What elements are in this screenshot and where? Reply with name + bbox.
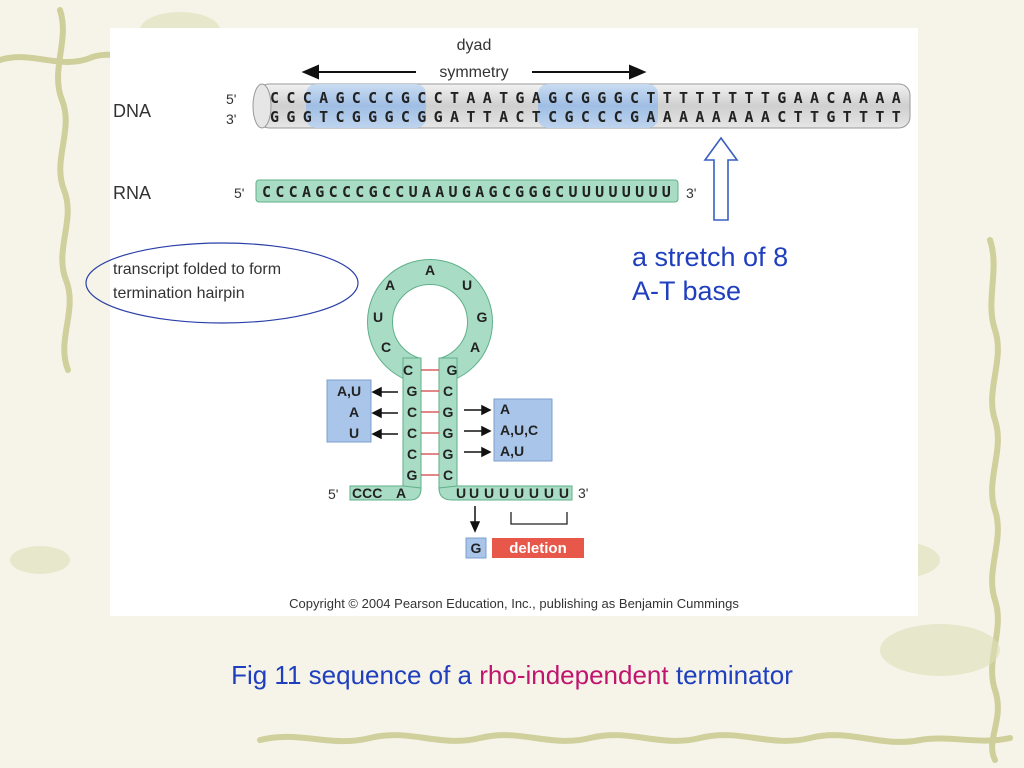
dna-label: DNA xyxy=(113,101,151,121)
loop-base: G xyxy=(477,309,488,325)
symmetry-label: symmetry xyxy=(439,64,508,81)
hairpin-note-line2: termination hairpin xyxy=(113,285,245,302)
stem-left-base: C xyxy=(407,446,417,462)
stem-left-base: G xyxy=(407,383,418,399)
left-mutation: U xyxy=(349,425,359,441)
stem-right-base: G xyxy=(443,446,454,462)
right-arrows xyxy=(464,404,492,458)
stretch-annotation: a stretch of 8 A-T base xyxy=(632,240,788,308)
left-mutation: A,U xyxy=(337,383,361,399)
loop-base: U xyxy=(373,309,383,325)
dna-tube xyxy=(252,83,911,129)
stem-right-base: C xyxy=(443,383,453,399)
stretch-line-2: A-T base xyxy=(632,276,742,306)
stretch-line-1: a stretch of 8 xyxy=(632,242,789,272)
stem-right-base: G xyxy=(443,404,454,420)
stem-left-base: G xyxy=(407,467,418,483)
loop-base: A xyxy=(470,339,480,355)
right-mutation-box xyxy=(493,398,553,462)
stem-left-base: C xyxy=(403,362,413,378)
right-mutation: A,U xyxy=(500,443,524,459)
g-mutation-box xyxy=(465,537,487,559)
dna-3prime: 3' xyxy=(226,111,236,127)
stem-left: C G C C C G xyxy=(403,362,418,483)
rna-strand xyxy=(255,179,679,203)
stem-left-base: C xyxy=(407,425,417,441)
deletion-box xyxy=(492,538,584,558)
dyad-arrow xyxy=(301,64,647,80)
tail-5-a: A xyxy=(396,485,406,501)
deletion-bracket xyxy=(510,512,568,525)
g-mutation-label: G xyxy=(471,540,482,556)
dyad-label: dyad xyxy=(457,37,492,54)
hairpin-note-oval xyxy=(85,242,359,324)
rna-sequence: CCCAGCCCGCCUAAUGAGCGGGCUUUUUUUU xyxy=(262,183,672,201)
stem-right-base: G xyxy=(443,425,454,441)
stem-left-base: C xyxy=(407,404,417,420)
left-mutation: A xyxy=(349,404,359,420)
copyright-text: Copyright © 2004 Pearson Education, Inc.… xyxy=(289,596,739,611)
up-arrow-icon xyxy=(703,136,739,221)
stem-right-base: C xyxy=(443,467,453,483)
tail-3-first: U xyxy=(456,485,466,501)
rna-label: RNA xyxy=(113,183,151,203)
tail-3-rest: UUUUUUU xyxy=(469,485,569,501)
figure-caption: Fig 11 sequence of a rho-independent ter… xyxy=(0,660,1024,691)
dna-5prime: 5' xyxy=(226,91,236,107)
deletion-label: deletion xyxy=(509,540,567,557)
tail-5prime: 5' xyxy=(328,486,338,502)
tail-5-bases: CCC xyxy=(352,485,382,501)
left-mutation-box xyxy=(326,379,372,443)
hairpin-note-line1: transcript folded to form xyxy=(113,261,281,278)
right-mutation: A xyxy=(500,401,510,417)
loop-base: U xyxy=(462,277,472,293)
caption-prefix: Fig 11 sequence of a xyxy=(231,660,480,690)
tail-3prime: 3' xyxy=(578,485,588,501)
down-arrow-icon xyxy=(469,506,481,533)
rna-3prime: 3' xyxy=(686,185,696,201)
stem-right-base: G xyxy=(447,362,458,378)
caption-highlight: rho-independent xyxy=(479,660,669,690)
hairpin-structure xyxy=(349,259,573,501)
loop-base: A xyxy=(385,277,395,293)
right-mutation: A,U,C xyxy=(500,422,538,438)
left-arrows xyxy=(371,386,398,440)
rna-5prime: 5' xyxy=(234,185,244,201)
caption-suffix: terminator xyxy=(668,660,793,690)
loop-base: A xyxy=(425,262,435,278)
loop-base: C xyxy=(381,339,391,355)
stem-right: G C G G G C xyxy=(443,362,458,483)
